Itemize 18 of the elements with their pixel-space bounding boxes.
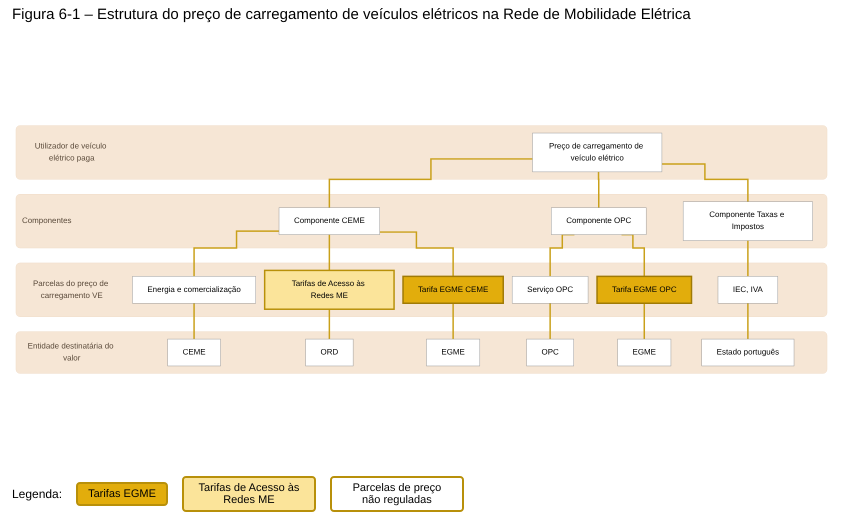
connector [662,163,749,202]
connector [644,302,646,340]
connector [380,231,454,278]
connector [747,240,749,278]
connector [747,302,749,340]
connector [328,234,330,272]
connector [598,171,600,208]
connector [452,302,454,340]
connector [193,302,195,340]
legend-heading: Legenda: [12,487,62,501]
legend-swatch: Tarifas de Acesso às Redes ME [182,476,316,512]
connector [328,308,330,340]
connector [328,158,532,208]
legend-swatch: Tarifas EGME [76,482,168,506]
legend-swatch: Parcelas de preço não reguladas [330,476,464,512]
diagram-title: Figura 6-1 – Estrutura do preço de carregamento de veículos elétricos na Rede de Mobilidade Elétrica [12,6,692,23]
connector [193,230,280,278]
connector [549,302,551,340]
